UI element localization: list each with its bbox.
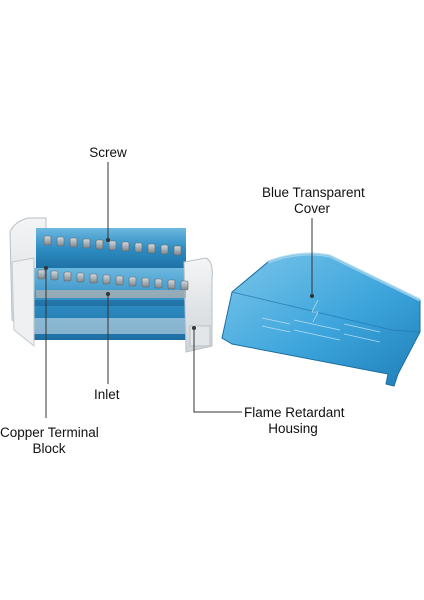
label-cover-line2: Cover — [293, 201, 330, 216]
label-screw: Screw — [89, 145, 127, 160]
lower-screws — [37, 269, 189, 291]
label-copper-line1: Copper Terminal — [0, 425, 99, 440]
label-copper-line2: Block — [32, 441, 66, 456]
label-flame-retardant-housing: Flame Retardant Housing — [244, 405, 345, 437]
label-housing-line2: Housing — [268, 421, 318, 436]
label-inlet: Inlet — [94, 387, 120, 402]
label-blue-transparent-cover: Blue Transparent Cover — [262, 185, 365, 217]
housing-leader — [193, 330, 242, 413]
label-cover-line1: Blue Transparent — [262, 185, 365, 200]
upper-screws — [43, 235, 182, 256]
terminal-block — [9, 217, 213, 353]
label-housing-line1: Flame Retardant — [244, 405, 345, 420]
leader-lines — [44, 162, 314, 418]
label-copper-terminal-block: Copper Terminal Block — [0, 425, 99, 457]
housing-side — [11, 257, 35, 348]
transparent-cover — [221, 252, 421, 387]
din-clip — [189, 325, 211, 347]
copper-bar — [36, 290, 186, 298]
